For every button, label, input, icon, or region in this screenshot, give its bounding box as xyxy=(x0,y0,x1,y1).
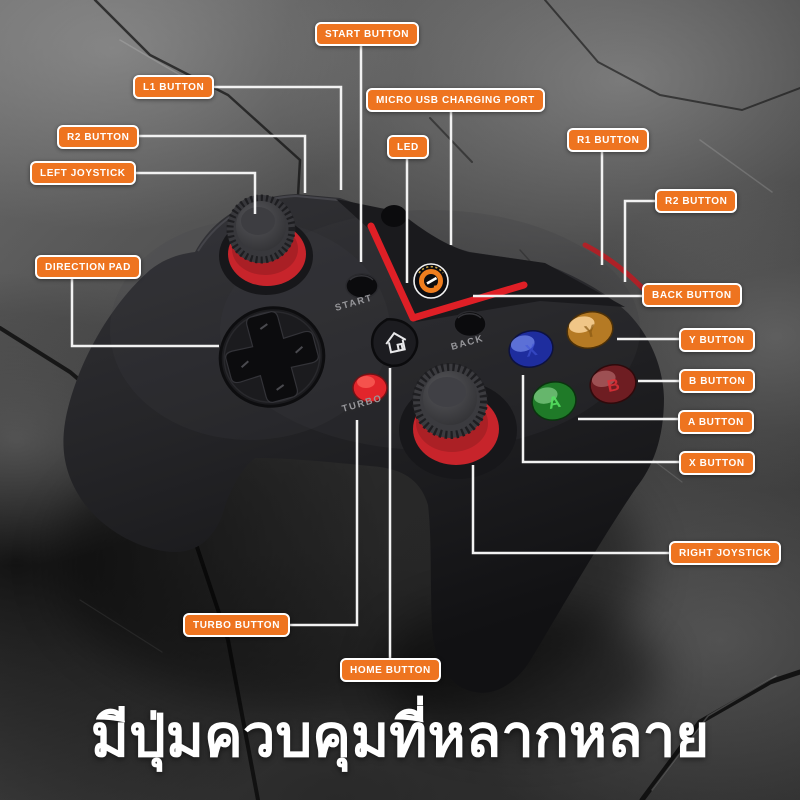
callout-y-button: Y BUTTON xyxy=(679,328,755,352)
line-x-button xyxy=(521,375,680,464)
callout-start-button: START BUTTON xyxy=(315,22,420,46)
line-direction-pad xyxy=(70,278,219,348)
callout-led: LED xyxy=(387,135,429,159)
callout-right-joystick: RIGHT JOYSTICK xyxy=(669,541,782,565)
callout-micro-usb-charging-port: MICRO USB CHARGING PORT xyxy=(366,88,545,112)
callout-direction-pad: DIRECTION PAD xyxy=(35,255,141,279)
line-r2-button-right xyxy=(623,199,656,282)
callout-l1-button: L1 BUTTON xyxy=(133,75,215,99)
callout-turbo-button: TURBO BUTTON xyxy=(183,613,291,637)
callout-r2-button-left: R2 BUTTON xyxy=(57,125,140,149)
brand-logo-led xyxy=(413,263,449,299)
d-pad xyxy=(218,306,326,408)
x-button: X xyxy=(508,330,554,368)
home-button xyxy=(370,318,419,368)
callout-left-joystick: LEFT JOYSTICK xyxy=(30,161,136,185)
line-right-joystick xyxy=(471,465,670,555)
line-r2-button-left xyxy=(124,134,307,193)
callout-a-button: A BUTTON xyxy=(678,410,754,434)
svg-text:Y: Y xyxy=(583,321,599,342)
callout-r2-button-right: R2 BUTTON xyxy=(655,189,738,213)
charging-port-notch xyxy=(381,205,407,227)
turbo-button xyxy=(352,373,388,403)
line-l1-button xyxy=(201,85,343,190)
b-button: B xyxy=(589,364,637,404)
a-button: A xyxy=(531,381,577,421)
line-turbo-button xyxy=(282,420,359,627)
callout-back-button: BACK BUTTON xyxy=(642,283,742,307)
caption-text: มีปุ่มควบคุมที่หลากหลาย xyxy=(90,704,710,769)
right-joystick xyxy=(399,363,517,479)
left-joystick xyxy=(219,194,313,295)
callout-r1-button: R1 BUTTON xyxy=(567,128,650,152)
callout-lines xyxy=(70,46,680,660)
y-button: Y xyxy=(566,311,614,349)
back-button xyxy=(453,310,487,338)
svg-text:X: X xyxy=(524,340,540,361)
callout-home-button: HOME BUTTON xyxy=(340,658,441,682)
callout-x-button: X BUTTON xyxy=(679,451,755,475)
house-icon xyxy=(385,331,407,354)
callout-b-button: B BUTTON xyxy=(679,369,756,393)
start-button xyxy=(345,273,379,299)
line-left-joystick xyxy=(127,171,257,214)
svg-text:B: B xyxy=(605,375,621,396)
svg-text:A: A xyxy=(546,392,562,413)
controller-body xyxy=(63,194,664,693)
